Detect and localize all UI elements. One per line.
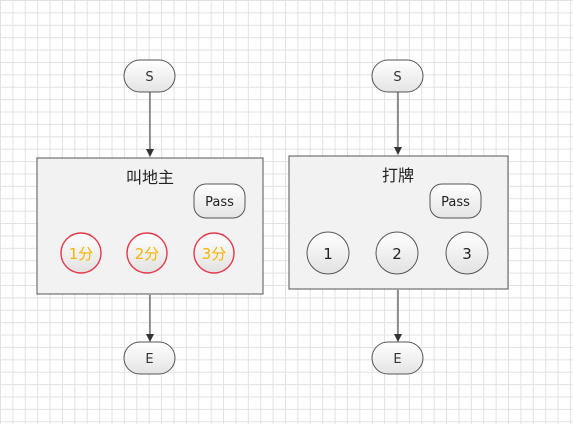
play-option-label: 1 <box>323 245 333 263</box>
play-option-label: 3 <box>462 245 472 263</box>
bid-option-label: 3分 <box>202 245 227 263</box>
bid-option-1[interactable]: 1分 <box>60 232 102 274</box>
end-node: E <box>123 341 176 375</box>
pass-button[interactable]: Pass <box>193 183 246 219</box>
process-title: 叫地主 <box>126 168 174 187</box>
pass-label: Pass <box>205 195 234 210</box>
pass-label: Pass <box>441 195 470 210</box>
start-node: S <box>371 59 424 93</box>
bid-option-2[interactable]: 2分 <box>126 232 168 274</box>
bid-option-3[interactable]: 3分 <box>193 232 235 274</box>
start-label: S <box>393 70 401 85</box>
diagram-bid-landlord: S 叫地主 Pass 1分 2分 3分 <box>36 59 264 375</box>
process-box: 叫地主 Pass 1分 2分 3分 <box>36 157 264 295</box>
end-label: E <box>393 352 401 367</box>
bid-option-label: 2分 <box>135 245 160 263</box>
process-box: 打牌 Pass 1 2 3 <box>288 155 509 290</box>
play-option-2[interactable]: 2 <box>375 231 419 275</box>
end-node: E <box>371 341 424 375</box>
start-label: S <box>145 70 153 85</box>
play-option-label: 2 <box>392 245 402 263</box>
process-title: 打牌 <box>382 166 414 185</box>
end-label: E <box>145 352 153 367</box>
bid-option-label: 1分 <box>69 245 94 263</box>
play-option-1[interactable]: 1 <box>306 231 350 275</box>
play-option-3[interactable]: 3 <box>445 231 489 275</box>
start-node: S <box>123 59 176 93</box>
pass-button[interactable]: Pass <box>429 183 482 219</box>
diagram-play-cards: S 打牌 Pass 1 2 3 E <box>288 59 509 375</box>
